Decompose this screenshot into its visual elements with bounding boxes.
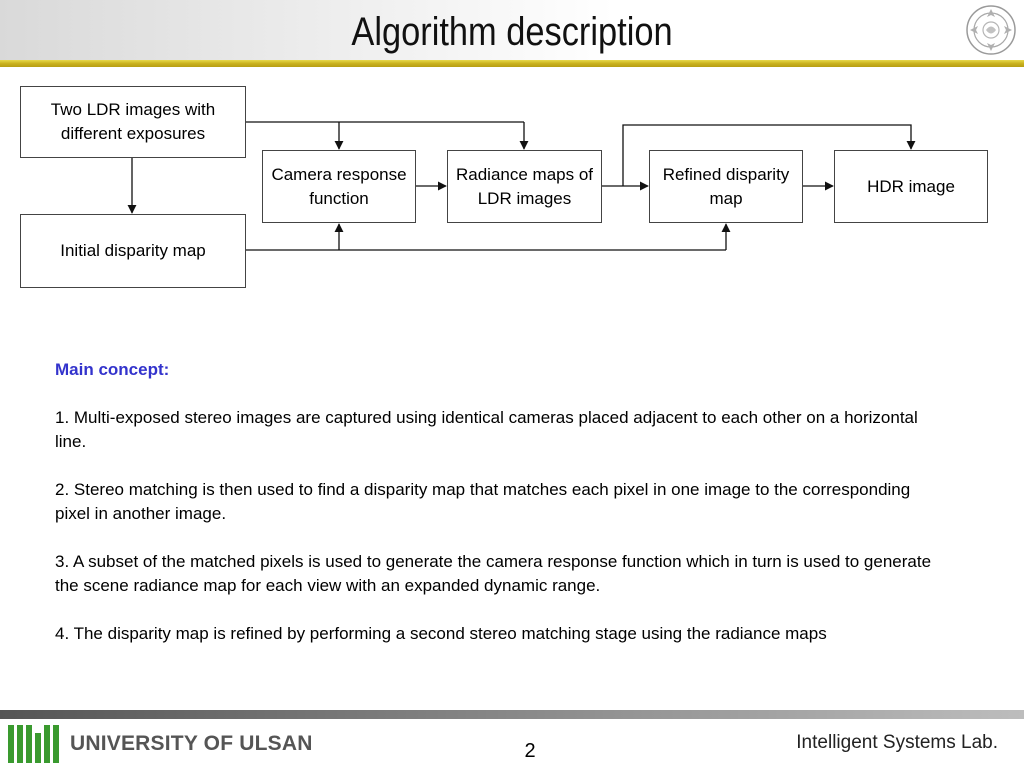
concept-point-4: 4. The disparity map is refined by perfo… xyxy=(55,624,827,643)
footer-divider xyxy=(0,710,1024,719)
concept-title: Main concept: xyxy=(55,360,170,379)
main-concept: Main concept: 1. Multi-exposed stereo im… xyxy=(55,358,945,670)
node-initial-disparity: Initial disparity map xyxy=(20,214,246,288)
university-seal-icon xyxy=(966,5,1016,55)
edge-radiance-to-hdr xyxy=(622,124,916,186)
lab-name: Intelligent Systems Lab. xyxy=(796,732,998,753)
university-name: UNIVERSITY OF ULSAN xyxy=(70,732,313,755)
ulsan-logo-icon xyxy=(8,725,62,763)
header-background xyxy=(0,0,1024,60)
concept-point-1: 1. Multi-exposed stereo images are captu… xyxy=(55,408,918,451)
node-hdr-image: HDR image xyxy=(834,150,988,223)
node-radiance-maps: Radiance maps of LDR images xyxy=(447,150,602,223)
concept-point-2: 2. Stereo matching is then used to find … xyxy=(55,480,911,523)
node-camera-response: Camera response function xyxy=(262,150,416,223)
concept-point-3: 3. A subset of the matched pixels is use… xyxy=(55,552,932,595)
node-ldr-images: Two LDR images with different exposures xyxy=(20,86,246,158)
university-logo: UNIVERSITY OF ULSAN xyxy=(8,724,313,764)
diagram-connectors xyxy=(127,121,916,251)
slide-title: Algorithm description xyxy=(351,10,673,54)
header-divider xyxy=(0,60,1024,67)
node-refined-disparity: Refined disparity map xyxy=(649,150,803,223)
page-number: 2 xyxy=(524,740,536,762)
